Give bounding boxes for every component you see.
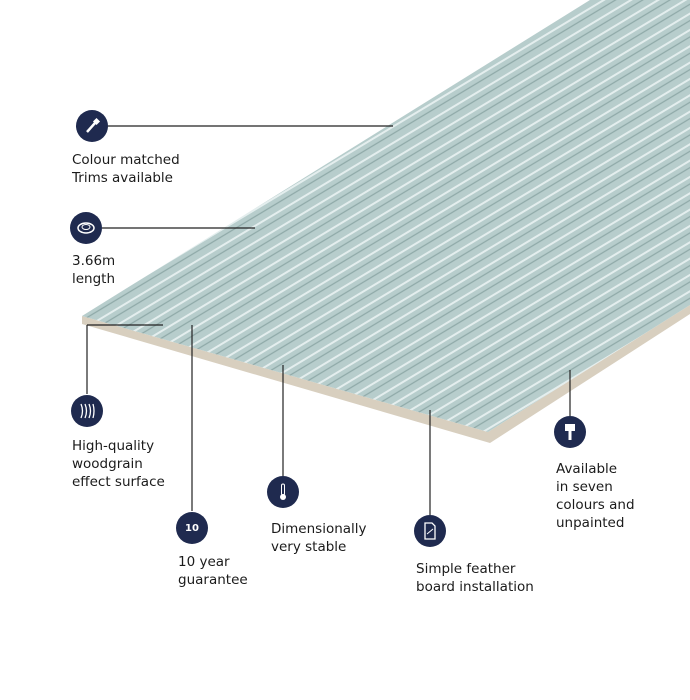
label-line: Available — [556, 461, 618, 477]
feature-installation: Simple feather board installation — [416, 560, 534, 596]
feature-length: 3.66m length — [72, 252, 115, 288]
label-line: very stable — [271, 539, 347, 555]
label-line: Trims available — [72, 170, 173, 186]
board-face — [82, 0, 690, 432]
feature-colours: Available in seven colours and unpainted — [556, 460, 635, 532]
label-line: in seven — [556, 479, 613, 495]
tape-measure-icon — [70, 212, 102, 244]
label-line: board installation — [416, 579, 534, 595]
label-line: unpainted — [556, 515, 625, 531]
feature-woodgrain: High-quality woodgrain effect surface — [72, 437, 165, 491]
woodgrain-icon — [71, 395, 103, 427]
label-line: woodgrain — [72, 456, 143, 472]
installation-document-icon — [414, 515, 446, 547]
label-line: effect surface — [72, 474, 165, 490]
label-line: guarantee — [178, 572, 248, 588]
badge-number: 10 — [185, 522, 199, 534]
leader-lines — [86, 125, 571, 515]
label-line: Simple feather — [416, 561, 516, 577]
label-line: 10 year — [178, 554, 230, 570]
feature-trims: Colour matched Trims available — [72, 151, 180, 187]
board-edge — [82, 305, 690, 443]
feature-stable: Dimensionally very stable — [271, 520, 367, 556]
label-line: length — [72, 271, 116, 287]
screw-icon — [76, 110, 108, 142]
label-line: Colour matched — [72, 152, 180, 168]
paintbrush-icon — [554, 416, 586, 448]
guarantee-badge-icon: 10 — [176, 512, 208, 544]
label-line: 3.66m — [72, 253, 116, 269]
label-line: High-quality — [72, 438, 155, 454]
thermometer-icon — [267, 476, 299, 508]
label-line: Dimensionally — [271, 521, 367, 537]
feature-guarantee: 10 year guarantee — [178, 553, 248, 589]
label-line: colours and — [556, 497, 635, 513]
